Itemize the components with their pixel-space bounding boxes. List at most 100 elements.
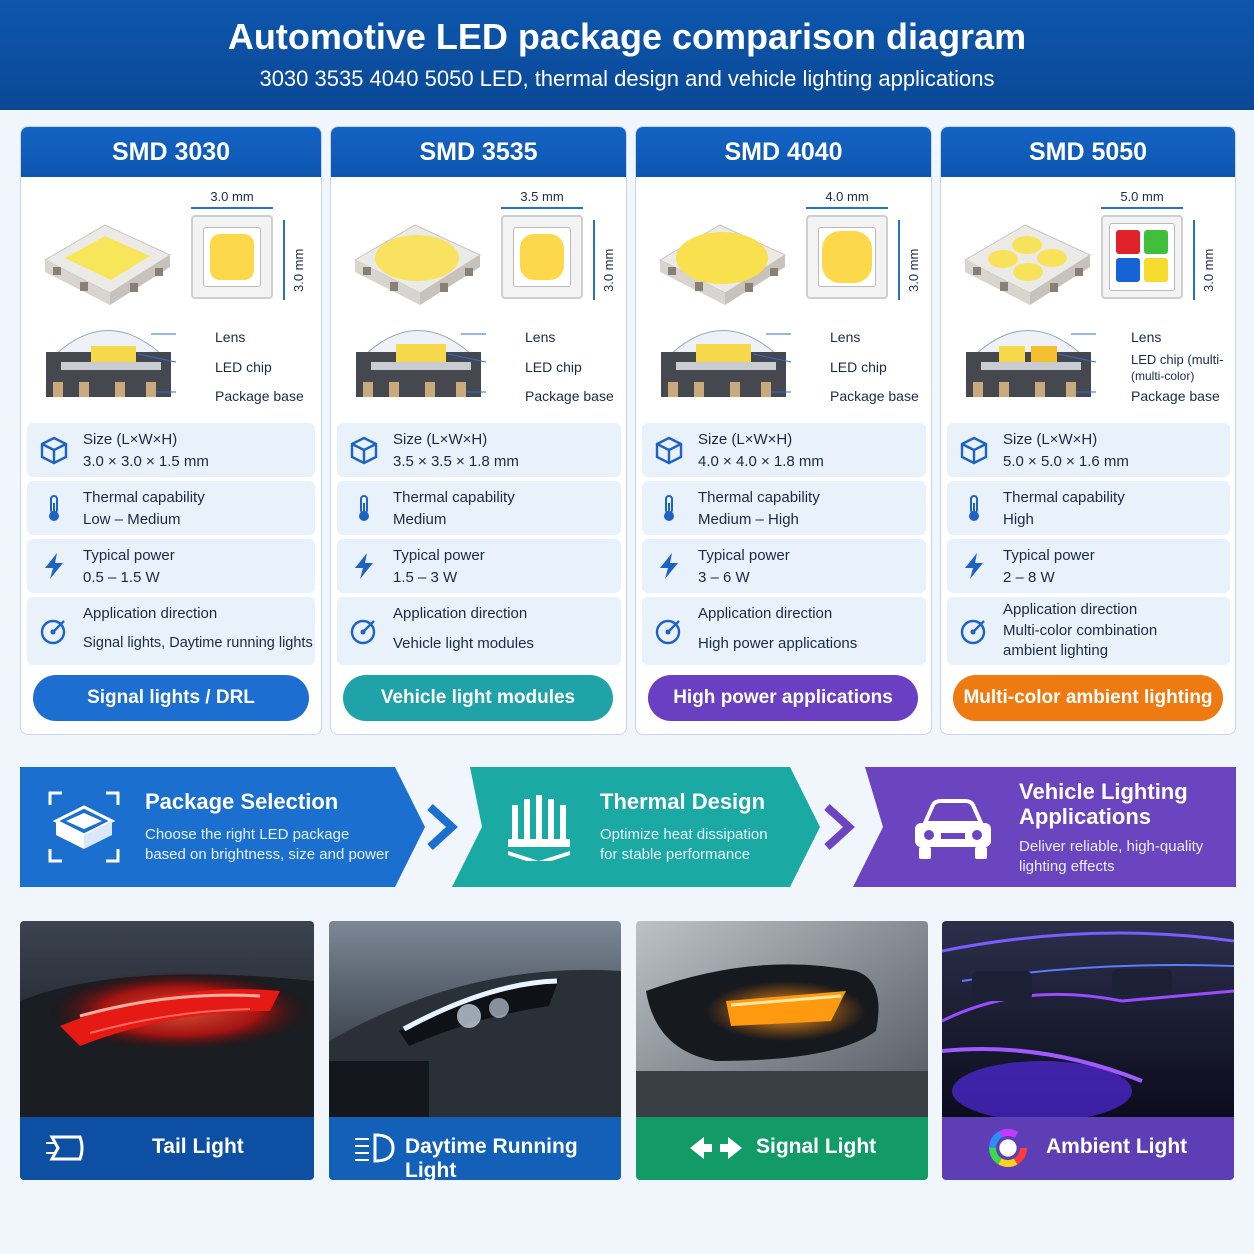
pill-ambient[interactable]: Multi-color ambient lighting <box>953 675 1223 721</box>
spec-power-value: 2 – 8 W <box>1003 569 1055 586</box>
dim-width-line <box>806 207 888 209</box>
target-icon <box>350 619 376 645</box>
spec-size-label: Size (L×W×H) <box>83 431 178 448</box>
dim-height-line <box>593 220 595 300</box>
package-icon <box>48 791 120 863</box>
card-title: SMD 3535 <box>331 127 626 177</box>
package-card-3030: SMD 3030 3.0 mm 3.0 mm Lens LED chip Pac… <box>20 126 322 735</box>
spec-app-value: Signal lights, Daytime running lights <box>83 635 313 651</box>
flow-title: Thermal Design <box>600 789 766 814</box>
spec-size-label: Size (L×W×H) <box>1003 431 1098 448</box>
cube-icon <box>350 436 378 465</box>
spec-size-label: Size (L×W×H) <box>698 431 793 448</box>
cube-icon <box>40 436 68 465</box>
spec-app-label: Application direction <box>1003 601 1138 618</box>
dim-height-line <box>898 220 900 300</box>
photo-label: Tail Light <box>152 1135 244 1158</box>
card-title: SMD 4040 <box>636 127 931 177</box>
label-lens: Lens <box>1131 329 1162 345</box>
flow-step-2-shape <box>452 767 820 887</box>
pill-high-power[interactable]: High power applications <box>648 675 918 721</box>
spec-size-label: Size (L×W×H) <box>393 431 488 448</box>
label-lens: Lens <box>215 329 246 345</box>
pill-vehicle-modules[interactable]: Vehicle light modules <box>343 675 613 721</box>
spec-thermal: Thermal capability Medium <box>337 481 621 535</box>
spec-thermal-value: Medium <box>393 511 447 528</box>
label-led-chip-multi-2: (multi-color) <box>1131 369 1195 383</box>
spec-power: Typical power 1.5 – 3 W <box>337 539 621 593</box>
flow-desc: Choose the right LED package <box>145 826 350 843</box>
photo-caption: Tail Light <box>20 1117 314 1180</box>
lightning-icon <box>660 553 678 579</box>
spec-thermal-value: Low – Medium <box>83 511 181 528</box>
drl-icon <box>355 1133 395 1163</box>
spec-power-value: 3 – 6 W <box>698 569 750 586</box>
led-top-view <box>806 215 888 299</box>
lightning-icon <box>45 553 63 579</box>
target-icon <box>655 619 681 645</box>
photo-label: Daytime Running Light <box>405 1135 578 1180</box>
package-card-3535: SMD 3535 3.5 mm 3.0 mm Lens LED chip Pac… <box>330 126 627 735</box>
label-lens: Lens <box>525 329 556 345</box>
package-card-4040: SMD 4040 4.0 mm 3.0 mm Lens LED chip Pac… <box>635 126 932 735</box>
page-title: Automotive LED package comparison diagra… <box>227 16 1027 57</box>
pill-signal-drl[interactable]: Signal lights / DRL <box>33 675 309 721</box>
flow-arrows <box>20 767 1236 887</box>
label-package-base: Package base <box>215 388 304 404</box>
label-led-chip-multi: LED chip (multi- <box>1131 352 1224 367</box>
target-icon <box>40 619 66 645</box>
spec-power-label: Typical power <box>393 547 485 564</box>
flow-desc-2: based on brightness, size and power <box>145 846 390 863</box>
photo-caption: Signal Light <box>636 1117 928 1180</box>
cube-icon <box>960 436 988 465</box>
dim-height: 3.0 mm <box>601 248 616 292</box>
spec-size-value: 3.0 × 3.0 × 1.5 mm <box>83 453 209 470</box>
spec-application: Application direction High power applica… <box>642 597 926 665</box>
chevron-right-icon <box>427 804 458 850</box>
spec-thermal-label: Thermal capability <box>393 489 515 506</box>
spec-application: Application direction Signal lights, Day… <box>27 597 315 665</box>
photo-signal-light: Signal Light <box>636 921 928 1180</box>
label-led-chip: LED chip <box>525 359 582 375</box>
flow-step-1-shape <box>20 767 425 887</box>
label-led-chip: LED chip <box>830 359 887 375</box>
flow-title: Vehicle Lighting <box>1019 779 1188 804</box>
spec-power-label: Typical power <box>698 547 790 564</box>
label-package-base: Package base <box>830 388 919 404</box>
led-top-view <box>191 215 273 299</box>
flow-step-package-selection: Package Selection Choose the right LED p… <box>20 767 425 887</box>
dim-height: 3.0 mm <box>906 248 921 292</box>
led-3d-icon <box>963 224 1092 305</box>
photo-caption: Daytime Running Light <box>329 1117 621 1180</box>
page-subtitle: 3030 3535 4040 5050 LED, thermal design … <box>259 66 995 91</box>
lightning-icon <box>965 553 983 579</box>
tail-light-icon <box>46 1135 84 1161</box>
spec-power-label: Typical power <box>1003 547 1095 564</box>
spec-thermal-value: Medium – High <box>698 511 799 528</box>
led-top-view <box>501 215 583 299</box>
spec-power-value: 1.5 – 3 W <box>393 569 458 586</box>
photo-tail-light: Tail Light <box>20 921 314 1180</box>
dim-width-line <box>1101 207 1183 209</box>
dim-width: 3.0 mm <box>210 189 254 204</box>
flow-step-thermal-design: Thermal Design Optimize heat dissipation… <box>452 767 820 887</box>
spec-thermal-label: Thermal capability <box>1003 489 1125 506</box>
spec-app-value-2: ambient lighting <box>1003 642 1109 659</box>
drl-image <box>329 921 621 1117</box>
flow-desc-2: lighting effects <box>1019 858 1115 875</box>
label-package-base: Package base <box>1131 388 1220 404</box>
flow-desc: Optimize heat dissipation <box>600 826 768 843</box>
spec-app-value: Multi-color combination <box>1003 622 1158 639</box>
dim-width-line <box>191 207 273 209</box>
thermometer-icon <box>969 495 979 521</box>
spec-size: Size (L×W×H) 3.0 × 3.0 × 1.5 mm <box>27 423 315 477</box>
dim-height-line <box>283 220 285 300</box>
spec-thermal-label: Thermal capability <box>698 489 820 506</box>
thermometer-icon <box>49 495 59 521</box>
photo-label: Ambient Light <box>1046 1135 1188 1158</box>
dim-width-line <box>501 207 583 209</box>
photo-caption: Ambient Light <box>942 1117 1234 1180</box>
led-3d-icon <box>43 224 172 305</box>
spec-size: Size (L×W×H) 3.5 × 3.5 × 1.8 mm <box>337 423 621 477</box>
dim-width: 5.0 mm <box>1120 189 1164 204</box>
